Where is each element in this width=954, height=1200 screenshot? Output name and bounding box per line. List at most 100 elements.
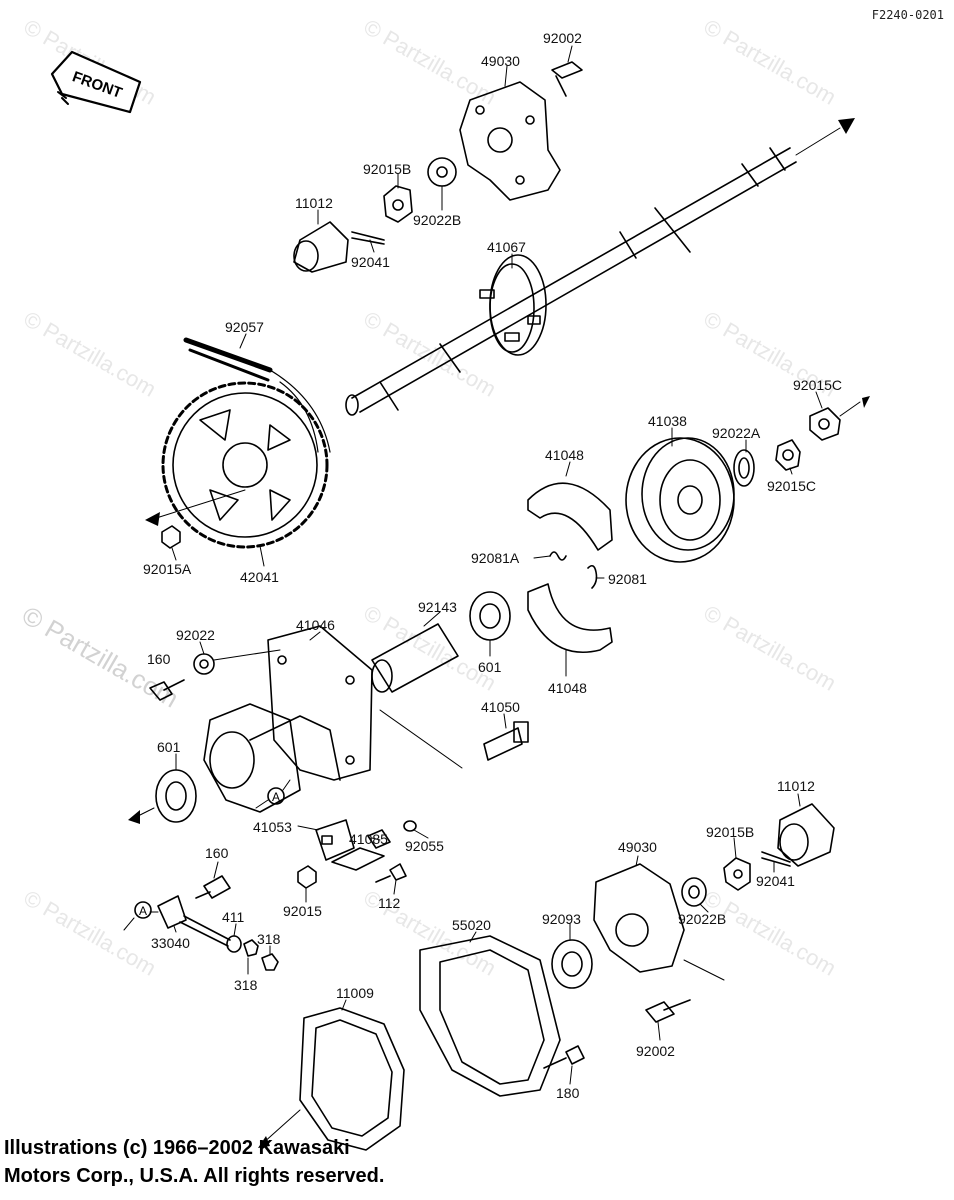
part-label: 92143 [418, 599, 457, 615]
part-label: 92041 [351, 254, 390, 270]
part-label: 49030 [618, 839, 657, 855]
part-label: 92015C [793, 377, 843, 393]
nut-92015a [161, 525, 181, 549]
part-label: 601 [157, 739, 181, 755]
brake-shoe-bottom [527, 583, 613, 654]
part-label: 411 [222, 909, 245, 925]
part-label: 92081A [471, 550, 520, 566]
part-label: 11012 [777, 778, 815, 794]
marker-a-label: A [139, 904, 147, 918]
part-label: 92002 [636, 1043, 675, 1059]
gasket [258, 1007, 405, 1151]
part-label: 160 [147, 651, 171, 667]
nut-92015c-outer [809, 396, 870, 441]
spacer-tube [371, 623, 459, 693]
part-label: 92041 [756, 873, 795, 889]
brake-lever [315, 819, 391, 871]
figure-code: F2240-0201 [871, 8, 944, 22]
part-label: 49030 [481, 53, 520, 69]
marker-a-label: A [272, 790, 280, 804]
drum-cover [419, 935, 561, 1097]
cap-11012-top [293, 221, 349, 273]
copyright-notice: Illustrations (c) 1966–2002 Kawasaki Mot… [4, 1134, 384, 1190]
part-label: 11009 [336, 985, 374, 1001]
bolt-180 [543, 1045, 585, 1069]
part-label: 41085 [349, 831, 388, 847]
part-label: 112 [378, 895, 401, 911]
part-label: 318 [234, 977, 258, 993]
part-label: 92015C [767, 478, 817, 494]
washer-92022b-bottom [681, 877, 707, 907]
nut-318-a [243, 939, 259, 957]
washer-92022a [733, 449, 755, 487]
bolt-112 [375, 863, 407, 883]
part-label: 92002 [543, 30, 582, 46]
part-label: 41038 [648, 413, 687, 429]
leader-lines [171, 45, 823, 1085]
part-label: 92022B [678, 911, 727, 927]
part-label: 41050 [481, 699, 520, 715]
nut-318-b [261, 953, 279, 971]
copyright-line-1: Illustrations (c) 1966–2002 Kawasaki [4, 1137, 350, 1159]
part-label: 92093 [542, 911, 581, 927]
part-label: 41048 [548, 680, 587, 696]
washer-92022b-top [427, 157, 457, 187]
clip-92055 [403, 820, 417, 832]
sprocket [145, 381, 329, 549]
nut-92015c-inner [775, 439, 801, 471]
part-label: 41046 [296, 617, 335, 633]
part-label: 92055 [405, 838, 444, 854]
spring-92081a [549, 551, 567, 561]
part-label: 92057 [225, 319, 264, 335]
cotter-pin-92041-top [351, 231, 385, 245]
part-label: 42041 [240, 569, 279, 585]
axle-housing [203, 625, 373, 813]
part-label: 92015B [363, 161, 412, 177]
copyright-line-2: Motors Corp., U.S.A. All rights reserved… [4, 1165, 385, 1187]
part-label: 180 [556, 1085, 580, 1101]
cap-11012-bottom [777, 803, 835, 867]
part-label: 55020 [452, 917, 491, 933]
marker-a-bottom [123, 901, 159, 931]
bolt-92002-bottom [645, 999, 691, 1023]
brake-shoe-top [527, 482, 613, 551]
part-label: 33040 [151, 935, 190, 951]
bolt-160-bottom [195, 875, 231, 899]
bolt-160-top [149, 679, 185, 701]
spring-92081 [587, 564, 598, 589]
bearing-601-mid [469, 591, 511, 641]
part-label: 318 [257, 931, 281, 947]
brake-panel-top [459, 81, 561, 201]
washer-92022 [193, 649, 281, 675]
cotter-pin-92041-bottom [761, 851, 791, 867]
part-label: 160 [205, 845, 229, 861]
part-label: 41048 [545, 447, 584, 463]
part-label: 92022B [413, 212, 462, 228]
rod-33040 [157, 895, 231, 947]
seal-92093 [551, 939, 593, 989]
bolt-92002-top [551, 61, 583, 97]
part-label: 41053 [253, 819, 292, 835]
part-label: 92081 [608, 571, 647, 587]
brake-drum [625, 437, 735, 563]
hub-flange [479, 254, 547, 356]
bearing-601-left [128, 769, 197, 824]
brake-panel-bottom [593, 863, 725, 981]
part-label: 92015 [283, 903, 322, 919]
part-label: 601 [478, 659, 502, 675]
part-label: 92022 [176, 627, 215, 643]
part-label: 41067 [487, 239, 526, 255]
brake-cam [379, 709, 529, 769]
castle-nut-92015b-top [383, 185, 413, 223]
part-label: 92022A [712, 425, 761, 441]
washer-411 [226, 935, 242, 953]
axle-shaft [345, 118, 855, 416]
marker-a-top [255, 779, 291, 809]
nut-92015 [297, 865, 317, 889]
front-arrow-icon: FRONT [50, 50, 142, 114]
part-label: 11012 [295, 195, 333, 211]
drive-chain [183, 337, 331, 453]
castle-nut-92015b-bottom [723, 857, 751, 891]
part-label: 92015B [706, 824, 755, 840]
